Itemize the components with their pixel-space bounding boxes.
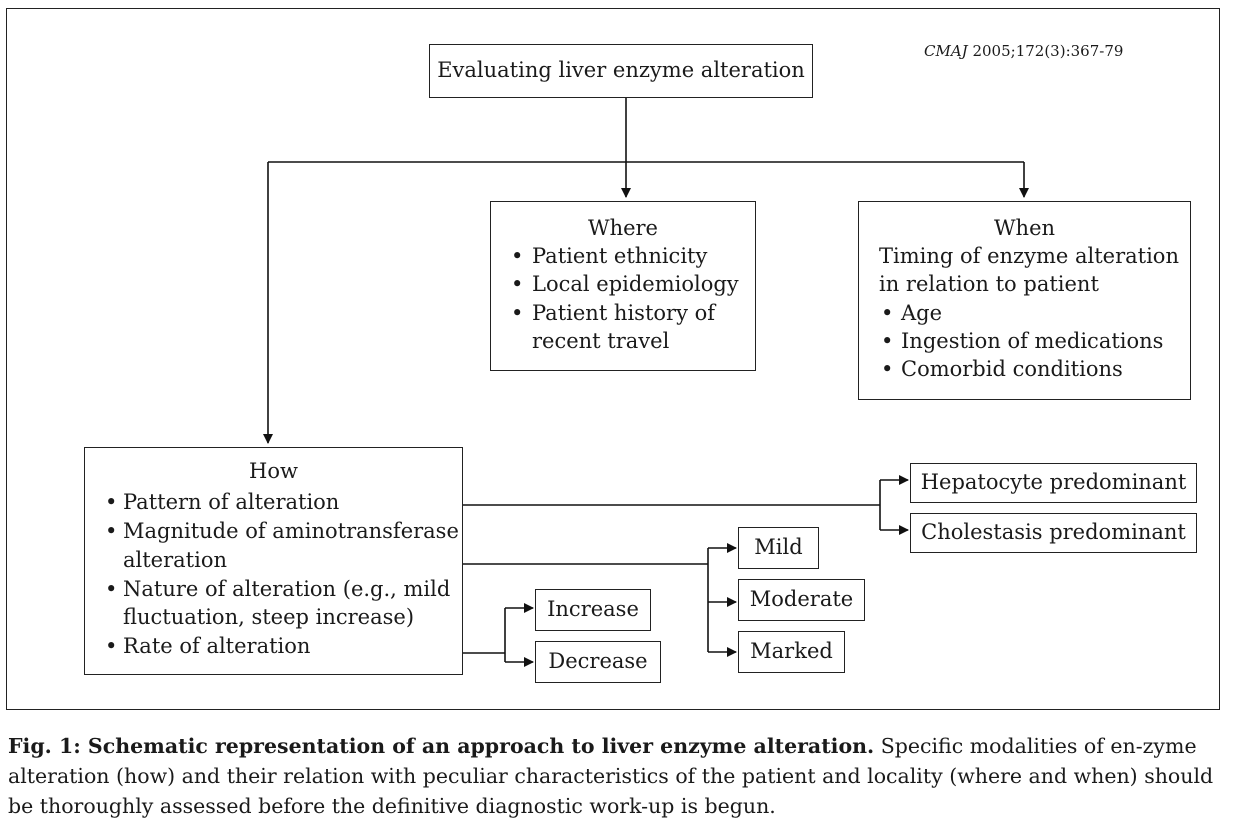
root-box: Evaluating liver enzyme alteration [429, 44, 813, 98]
when-title: When [993, 216, 1056, 240]
when-intro: Timing of enzyme alteration [879, 244, 1179, 268]
how-line: fluctuation, steep increase) [123, 605, 415, 629]
where-box: Where • Patient ethnicity • Local epidem… [490, 201, 756, 371]
where-item: Patient history of [532, 301, 716, 325]
how-box: How • Pattern of alteration • Magnitude … [84, 447, 463, 675]
when-item: Ingestion of medications [901, 329, 1164, 353]
how-line: Pattern of alteration [123, 490, 340, 514]
caption-text: Specific modalities of en-zyme alteratio… [8, 734, 1214, 818]
how-line: alteration [123, 548, 227, 572]
outcome-label: Cholestasis predominant [921, 520, 1186, 544]
moderate-box: Moderate [738, 579, 865, 621]
decrease-box: Decrease [535, 641, 661, 683]
outcome-label: Mild [754, 535, 803, 559]
when-item: Age [901, 301, 943, 325]
where-item: recent travel [532, 329, 670, 353]
citation: CMAJ 2005;172(3):367-79 [924, 42, 1124, 60]
outcome-label: Hepatocyte predominant [920, 470, 1187, 494]
marked-box: Marked [738, 631, 845, 673]
where-item: Patient ethnicity [532, 244, 708, 268]
when-item: Comorbid conditions [901, 357, 1123, 381]
cholestasis-box: Cholestasis predominant [910, 513, 1197, 553]
increase-box: Increase [535, 589, 651, 631]
where-title: Where [587, 216, 658, 240]
how-line: Rate of alteration [123, 634, 311, 658]
mild-box: Mild [738, 527, 819, 569]
outcome-label: Decrease [548, 649, 648, 673]
figure-frame [6, 8, 1220, 710]
how-title: How [249, 459, 298, 483]
outcome-label: Marked [750, 639, 833, 663]
figure-caption: Fig. 1: Schematic representation of an a… [8, 731, 1234, 821]
outcome-label: Moderate [749, 587, 854, 611]
root-label: Evaluating liver enzyme alteration [437, 58, 805, 82]
how-line: Nature of alteration (e.g., mild [123, 577, 451, 601]
hepatocyte-box: Hepatocyte predominant [910, 463, 1197, 503]
how-line: Magnitude of aminotransferase [123, 519, 459, 543]
outcome-label: Increase [547, 597, 639, 621]
caption-title: Fig. 1: Schematic representation of an a… [8, 734, 875, 758]
when-intro: in relation to patient [879, 272, 1099, 296]
when-box: When Timing of enzyme alteration in rela… [858, 201, 1191, 400]
where-item: Local epidemiology [532, 272, 739, 296]
